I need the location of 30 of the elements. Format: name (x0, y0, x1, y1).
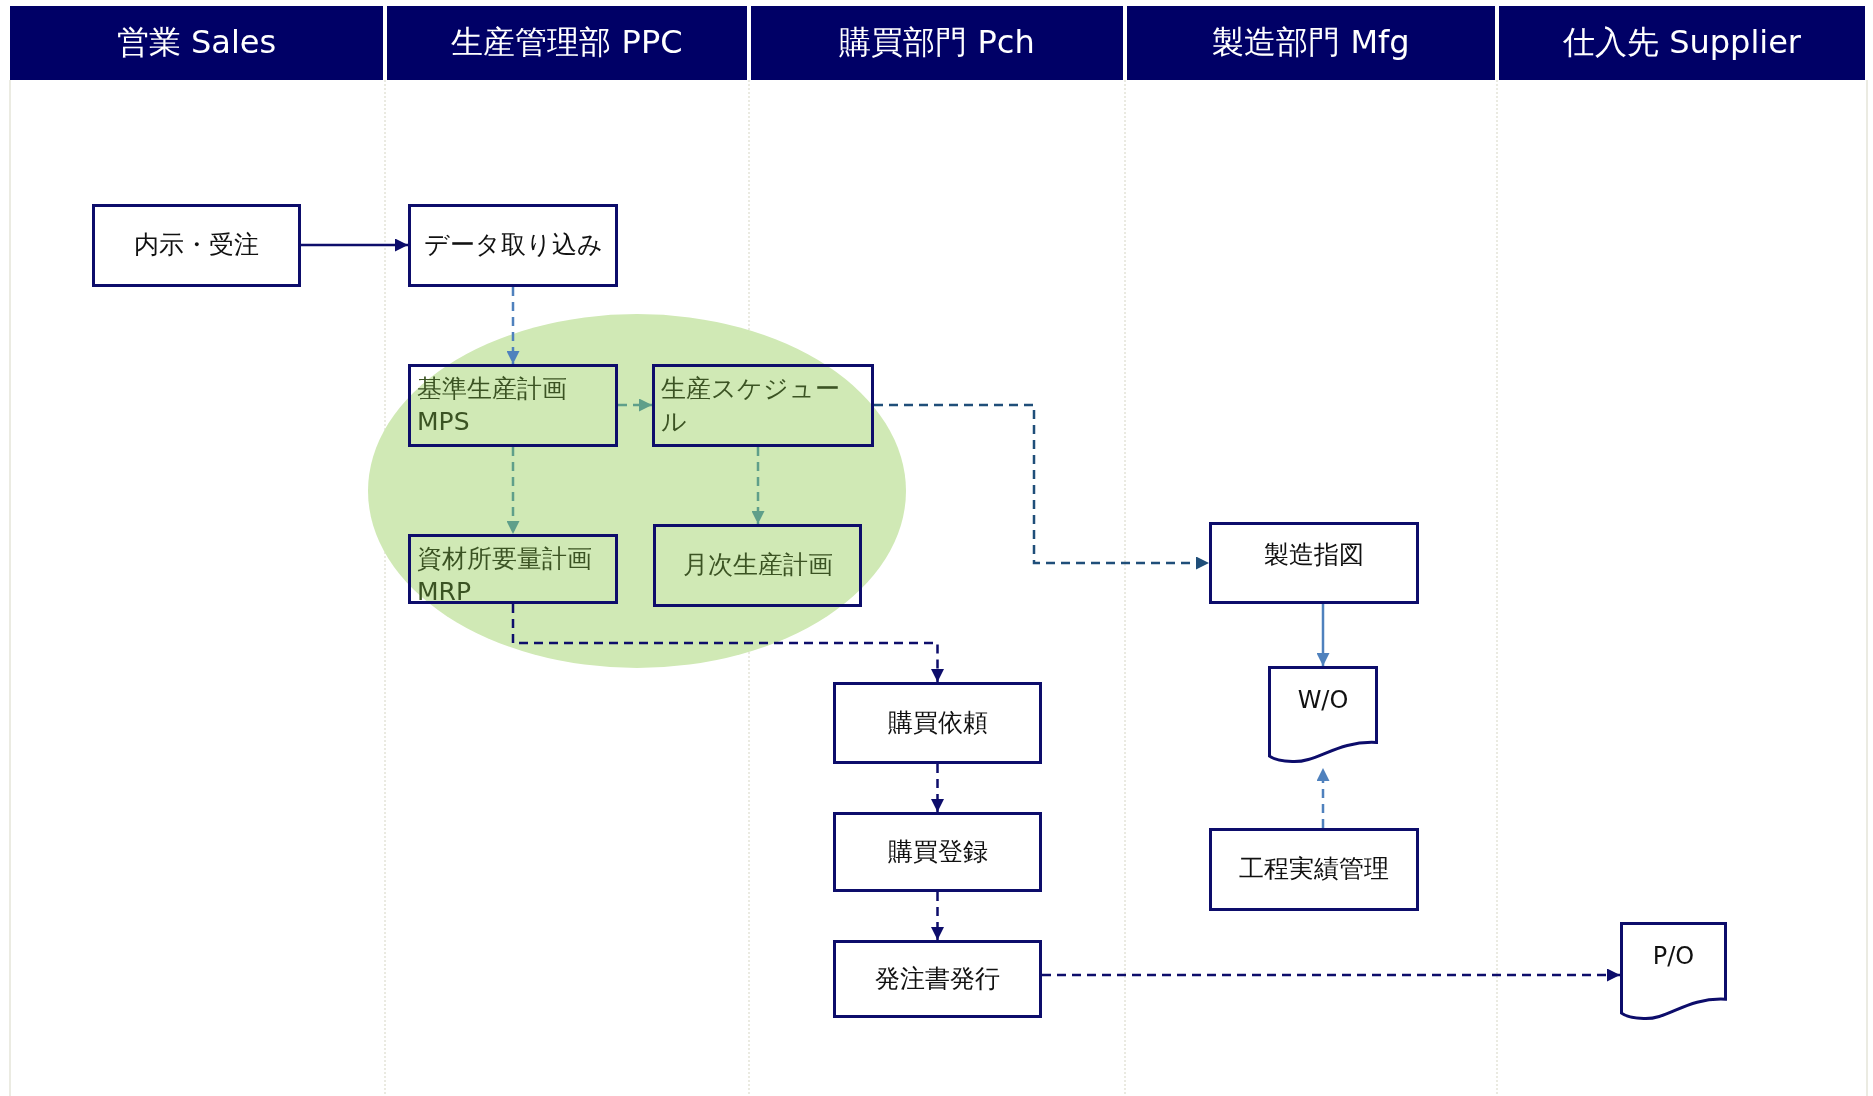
process-box: 購買依頼 (833, 682, 1042, 764)
process-box: 資材所要量計画 MRP (408, 534, 618, 604)
lane-header: 生産管理部 PPC (387, 6, 747, 80)
process-box: 内示・受注 (92, 204, 301, 287)
node-label: W/O (1296, 685, 1350, 714)
lane-header: 購買部門 Pch (751, 6, 1123, 80)
arrow (301, 238, 408, 252)
arrow (618, 398, 652, 412)
process-box: 生産スケジュール (652, 364, 874, 447)
arrow (931, 892, 944, 940)
lane-header: 営業 Sales (10, 6, 383, 80)
arrow (874, 403, 1209, 570)
arrow (751, 447, 765, 524)
arrow (1042, 968, 1620, 982)
process-box: 工程実績管理 (1209, 828, 1419, 911)
process-box: 基準生産計画 MPS (408, 364, 618, 447)
lane-header: 仕入先 Supplier (1499, 6, 1865, 80)
arrow (506, 447, 520, 534)
lane-header: 製造部門 Mfg (1127, 6, 1495, 80)
arrow (931, 764, 944, 812)
process-box: 製造指図 (1209, 522, 1419, 604)
process-box: 購買登録 (833, 812, 1042, 892)
process-box: データ取り込み (408, 204, 618, 287)
arrow (1316, 604, 1330, 666)
node-label: P/O (1651, 941, 1696, 970)
process-box: 月次生産計画 (653, 524, 862, 607)
arrow (506, 287, 520, 364)
process-box: 発注書発行 (833, 940, 1042, 1018)
arrow (511, 604, 944, 682)
arrow (1316, 768, 1330, 828)
